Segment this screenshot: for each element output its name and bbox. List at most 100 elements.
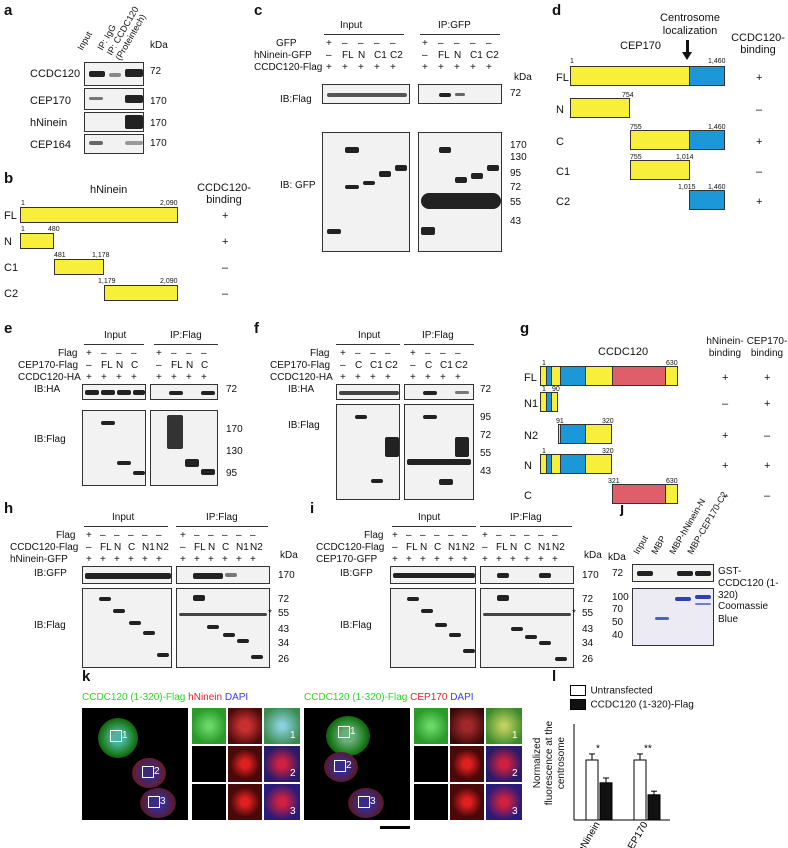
e-sign: – — [201, 348, 207, 359]
i-sign: + — [392, 530, 398, 541]
chart-tick-label: hNinein — [576, 820, 602, 848]
i-sign: + — [462, 554, 468, 565]
i-sign: FL — [406, 542, 418, 553]
ccdc120-fl-red — [612, 366, 666, 386]
panel-label-j: j — [620, 500, 625, 517]
h-sign: + — [86, 530, 92, 541]
i-sign: N2 — [462, 542, 475, 553]
c-sign: – — [454, 38, 460, 49]
panel-label-k: k — [82, 668, 91, 685]
h-sign: – — [180, 542, 186, 553]
e-sign: + — [86, 372, 92, 383]
h-sign: – — [194, 530, 200, 541]
chart-l-svg: *hNinein**CEP170 — [573, 724, 670, 848]
f-sign: C — [355, 360, 363, 371]
e-sign: + — [86, 348, 92, 359]
c-sign: + — [358, 62, 364, 73]
h-sign: + — [180, 530, 186, 541]
chart-significance: ** — [644, 744, 652, 755]
e-sign: N — [116, 360, 124, 371]
c-sign: N — [454, 50, 462, 61]
row-cep170: CEP170 — [30, 95, 71, 107]
i-sign: – — [406, 530, 412, 541]
h-sign: – — [250, 530, 256, 541]
c-sign: + — [470, 62, 476, 73]
k-left-main-image: 1 2 3 — [82, 708, 188, 820]
e-sign: – — [116, 348, 122, 359]
cep170-c2-blue — [689, 190, 725, 210]
blot-e-3 — [82, 410, 146, 486]
title-b: hNinein — [90, 184, 128, 196]
c-sign: N — [358, 50, 366, 61]
marker-a-3: 170 — [150, 118, 167, 129]
e-sign: – — [186, 348, 192, 359]
k-left-zoom-grid: 1 2 3 — [192, 708, 300, 820]
f-sign: + — [410, 372, 416, 383]
i-sign: + — [406, 554, 412, 565]
scale-bar — [380, 826, 410, 829]
h-sign: – — [128, 530, 134, 541]
chart-bar-CEP170-0 — [633, 759, 647, 821]
blot-f-1 — [336, 384, 400, 400]
i-sign: + — [510, 554, 516, 565]
e-sign: N — [186, 360, 194, 371]
legend-swatch-white — [570, 685, 586, 697]
c-sign: + — [486, 62, 492, 73]
cep170-c-blue — [689, 130, 725, 150]
blot-f-3 — [336, 404, 400, 500]
h-sign: – — [86, 542, 92, 553]
c-sign: + — [390, 62, 396, 73]
c-sign: + — [438, 62, 444, 73]
h-sign: C — [222, 542, 230, 553]
k-right-zoom-grid: 1 2 3 — [414, 708, 522, 820]
k-left-green: CCDC120 (1-320)-Flag — [82, 692, 186, 703]
e-sign: + — [156, 348, 162, 359]
i-sign: – — [448, 530, 454, 541]
i-sign: N — [510, 542, 518, 553]
chart-bar-CEP170-1 — [647, 794, 661, 821]
chart-bar-hNinein-1 — [599, 782, 613, 821]
h-sign: – — [208, 530, 214, 541]
h-sign: N — [208, 542, 216, 553]
chart-significance: * — [596, 744, 600, 755]
h-sign: + — [86, 554, 92, 565]
k-right-red: CEP170 — [410, 692, 448, 703]
cep170-n-yellow — [570, 98, 630, 118]
i-sign: – — [552, 530, 558, 541]
name-fl: FL — [4, 210, 17, 222]
f-sign: + — [355, 372, 361, 383]
h-sign: – — [142, 530, 148, 541]
cep170-fl-blue — [689, 66, 725, 86]
panel-label-i: i — [310, 500, 315, 517]
c-sign: + — [374, 62, 380, 73]
blot-a-1 — [84, 62, 144, 86]
f-sign: + — [340, 372, 346, 383]
bar-fl — [20, 207, 178, 223]
h-sign: N2 — [156, 542, 169, 553]
name-c2: C2 — [4, 288, 19, 300]
panel-label-g: g — [520, 320, 530, 337]
i-sign: – — [524, 530, 530, 541]
blot-c-bottom-input — [322, 132, 410, 252]
blot-a-3 — [84, 112, 144, 132]
i-sign: + — [538, 554, 544, 565]
blot-f-2 — [404, 384, 474, 400]
c-sign: + — [342, 62, 348, 73]
cep170-c-yellow — [630, 130, 690, 150]
i-sign: + — [434, 554, 440, 565]
row-ccdc120: CCDC120 — [30, 68, 81, 80]
row-cep164: CEP164 — [30, 139, 71, 151]
ccdc120-n-blue2 — [560, 454, 586, 474]
i-sign: + — [496, 554, 502, 565]
blot-h-1 — [82, 566, 172, 584]
h-sign: + — [222, 554, 228, 565]
c-sign: + — [326, 62, 332, 73]
blot-h-2 — [176, 566, 270, 584]
panel-label-h: h — [4, 500, 14, 517]
arrow-down-icon — [686, 40, 689, 54]
i-sign: – — [392, 542, 398, 553]
ccdc120-fl-blue1 — [546, 366, 552, 386]
e-sign: – — [131, 348, 137, 359]
blot-i-1 — [390, 566, 476, 584]
h-sign: – — [156, 530, 162, 541]
